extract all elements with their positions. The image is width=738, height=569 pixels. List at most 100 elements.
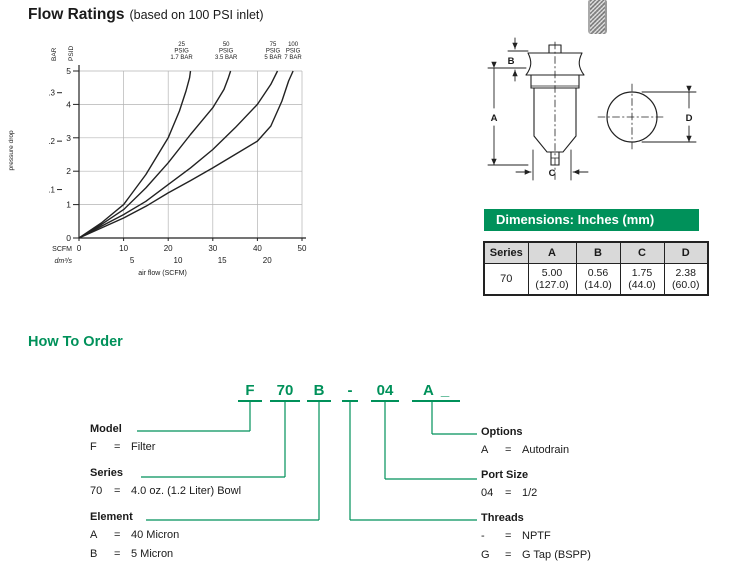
order-group-series: Series 70 = 4.0 oz. (1.2 Liter) Bowl	[90, 467, 320, 498]
cell-a-inches: 5.00	[541, 266, 563, 279]
entry-desc: NPTF	[522, 530, 551, 542]
filter-side-view	[525, 41, 585, 181]
curve-label: 7 BAR	[284, 55, 302, 61]
dimension-lines-top	[641, 85, 697, 143]
x-secondary-tick-label: 15	[218, 256, 227, 265]
col-header-a: A	[527, 241, 577, 264]
dimensions-table-header-row: Series A B C D	[483, 241, 709, 264]
group-entry: A = Autodrain	[481, 443, 711, 457]
group-entry: B = 5 Micron	[90, 547, 320, 561]
entry-code: G	[481, 549, 490, 561]
group-entry: F = Filter	[90, 440, 320, 454]
group-title: Threads	[481, 512, 524, 524]
group-entry: 70 = 4.0 oz. (1.2 Liter) Bowl	[90, 484, 320, 498]
y-tick-label: 0	[66, 233, 71, 243]
group-title: Element	[90, 511, 133, 523]
entry-code: 70	[90, 485, 103, 497]
group-entry: A = 40 Micron	[90, 528, 320, 542]
y-axis-title: pressure drop	[8, 130, 15, 170]
cell-c: 1.75 (44.0)	[619, 262, 665, 296]
equals-sign: =	[505, 530, 512, 542]
cell-a-mm: (127.0)	[535, 278, 569, 291]
dimension-lines-side	[487, 37, 589, 181]
group-entry: 04 = 1/2	[481, 486, 711, 500]
filter-top-view	[597, 83, 667, 151]
product-photo-knurled-part	[588, 0, 607, 34]
flow-ratings-subtitle: (based on 100 PSI inlet)	[129, 8, 264, 22]
equals-sign: =	[505, 487, 512, 499]
order-connector-lines	[137, 401, 477, 521]
order-group-threads: Threads - = NPTF G = G Tap (BSPP)	[481, 512, 711, 562]
dim-label-a: A	[491, 113, 498, 124]
entry-code: A	[481, 444, 489, 456]
entry-desc: 40 Micron	[131, 529, 180, 541]
entry-code: B	[90, 548, 98, 560]
curve-label: 5 BAR	[264, 55, 282, 61]
code-segment-blank: _	[440, 382, 450, 399]
group-entry: - = NPTF	[481, 529, 711, 543]
equals-sign: =	[114, 529, 121, 541]
equals-sign: =	[114, 485, 121, 497]
x-secondary-tick-label: 10	[174, 256, 183, 265]
x-secondary-tick-label: 20	[263, 256, 272, 265]
code-segment-options: A_	[412, 382, 460, 402]
equals-sign: =	[114, 441, 121, 453]
col-header-series: Series	[483, 241, 529, 264]
entry-desc: 5 Micron	[131, 548, 174, 560]
cell-d-inches: 2.38	[675, 266, 696, 279]
order-group-model: Model F = Filter	[90, 423, 320, 454]
col-header-b: B	[575, 241, 621, 264]
entry-code: A	[90, 529, 98, 541]
group-title: Model	[90, 423, 122, 435]
y-secondary-tick-label: .1	[48, 186, 55, 195]
curve-label: PSIG	[266, 49, 281, 55]
x-tick-label: 0	[77, 244, 82, 253]
group-title: Options	[481, 426, 523, 438]
entry-desc: G Tap (BSPP)	[522, 549, 591, 561]
curve-label: PSIG	[286, 49, 301, 55]
flow-ratings-title: Flow Ratings	[28, 6, 125, 23]
y-secondary-tick-label: .2	[48, 137, 55, 146]
cell-series: 70	[483, 262, 529, 296]
group-entry: G = G Tap (BSPP)	[481, 548, 711, 562]
cell-d: 2.38 (60.0)	[663, 262, 709, 296]
curve-label: 25	[178, 42, 185, 48]
dimensions-header-text: Dimensions: Inches (mm)	[496, 212, 655, 227]
x-secondary-unit-label: dm³/s	[55, 258, 73, 265]
curve-label: 50	[223, 42, 230, 48]
entry-desc: 1/2	[522, 487, 538, 499]
y-tick-label: 1	[66, 200, 71, 210]
dimension-drawing: B A C D	[487, 37, 697, 181]
x-tick-label: 50	[298, 244, 307, 253]
table-row: 70 5.00 (127.0) 0.56 (14.0) 1.75 (44.0) …	[483, 262, 709, 296]
dim-label-b: B	[508, 56, 515, 67]
x-tick-label: 20	[164, 244, 173, 253]
curve-label: 3.5 BAR	[215, 55, 238, 61]
y-primary-unit-label: PSID	[68, 46, 75, 61]
col-header-c: C	[619, 241, 665, 264]
x-tick-label: 40	[253, 244, 262, 253]
x-secondary-tick-label: 5	[130, 256, 135, 265]
order-group-portsize: Port Size 04 = 1/2	[481, 469, 711, 500]
y-tick-label: 5	[66, 66, 71, 76]
entry-desc: Filter	[131, 441, 156, 453]
how-to-order-heading: How To Order	[28, 334, 123, 350]
col-header-d: D	[663, 241, 709, 264]
x-axis-title: air flow (SCFM)	[138, 270, 187, 277]
cell-c-inches: 1.75	[631, 266, 653, 279]
flow-curve	[78, 70, 192, 239]
entry-desc: Autodrain	[522, 444, 570, 456]
cell-a: 5.00 (127.0)	[527, 262, 577, 296]
equals-sign: =	[505, 444, 512, 456]
dim-label-d: D	[686, 113, 693, 124]
code-segment-options-letter: A	[423, 382, 434, 399]
cell-b-mm: (14.0)	[584, 278, 612, 291]
flow-curve	[78, 70, 294, 239]
dimensions-table: Series A B C D 70 5.00 (127.0) 0.56 (14.…	[483, 241, 709, 296]
cell-d-mm: (60.0)	[672, 278, 700, 291]
flow-curve	[78, 70, 232, 239]
x-primary-unit-label: SCFM	[52, 246, 72, 253]
curve-label: PSIG	[174, 49, 189, 55]
